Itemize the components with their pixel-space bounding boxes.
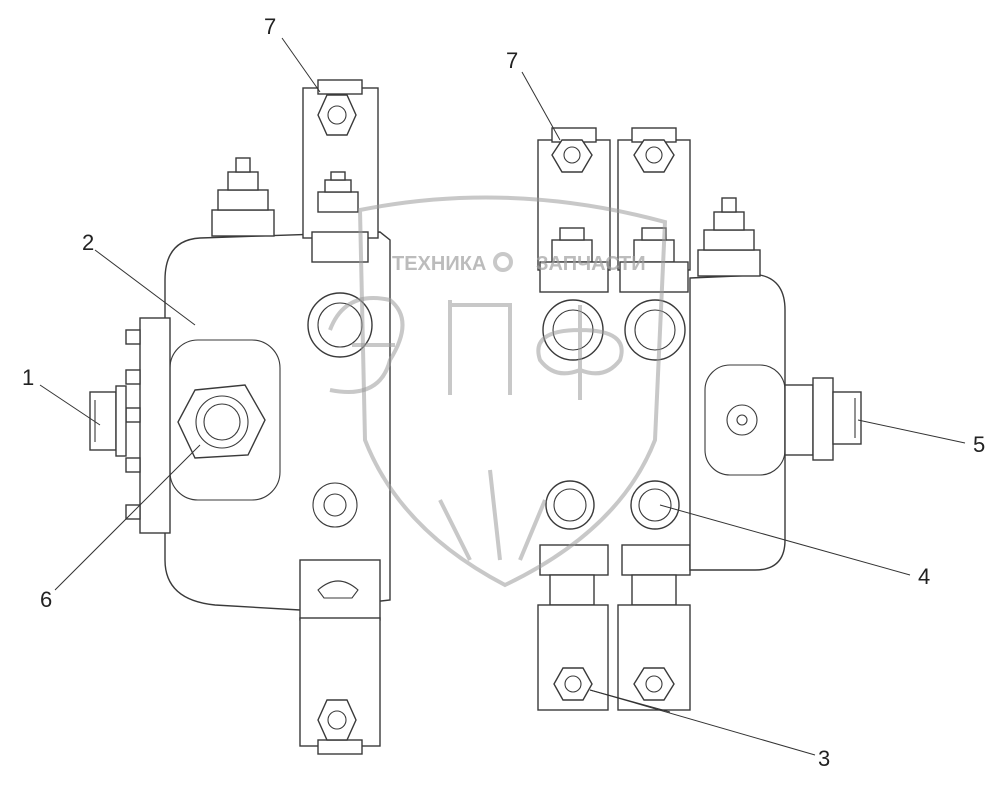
- watermark-text-right: ЗАПЧАСТИ: [536, 253, 646, 275]
- outlet-fitting: [784, 377, 862, 461]
- end-cap-housing: [689, 197, 786, 571]
- spool-section-left: [299, 79, 381, 755]
- callout-2: 2: [82, 230, 94, 255]
- spool-section-middle-2: [617, 127, 691, 711]
- spool-section-middle-1: [537, 127, 611, 711]
- callout-5: 5: [973, 432, 985, 457]
- inlet-fitting: [89, 385, 127, 457]
- callout-3: 3: [818, 746, 830, 771]
- leader-lines: [39, 37, 966, 756]
- valve-housing: [125, 231, 391, 611]
- callout-7-left: 7: [264, 14, 276, 39]
- callout-6: 6: [40, 587, 52, 612]
- watermark-text-left: ТЕХНИКА: [392, 253, 486, 275]
- watermark-logo: ТЕХНИКА ЗАПЧАСТИ: [328, 195, 668, 588]
- callout-1: 1: [22, 365, 34, 390]
- callout-4: 4: [918, 564, 930, 589]
- top-nut-left: [211, 157, 275, 237]
- callout-7-right: 7: [506, 48, 518, 73]
